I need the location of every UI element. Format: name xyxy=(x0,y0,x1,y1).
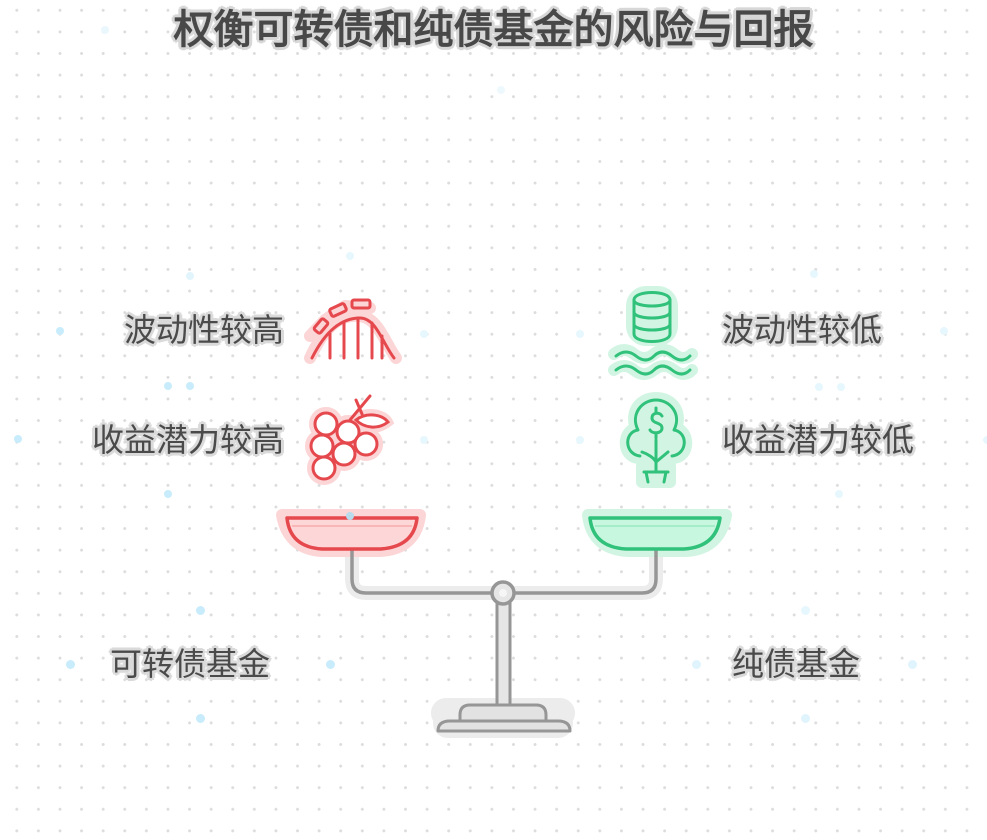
decor-dot xyxy=(576,436,584,444)
decor-dot xyxy=(940,327,948,335)
decor-dot xyxy=(810,270,818,278)
decor-dot xyxy=(837,383,845,391)
grapes-icon xyxy=(304,392,396,487)
money-tree-icon xyxy=(616,392,696,488)
right-return-label: 收益潜力较低 xyxy=(722,421,915,459)
decor-dot xyxy=(196,714,205,723)
roller-coaster-icon xyxy=(300,296,402,366)
right-volatility-label: 波动性较低 xyxy=(722,311,883,349)
decor-dot xyxy=(101,26,109,34)
decor-dot xyxy=(346,252,354,260)
left-fund-name: 可转债基金 xyxy=(110,645,271,683)
decor-dot xyxy=(420,436,428,444)
decor-dot xyxy=(801,606,810,615)
decor-dot xyxy=(164,490,172,498)
decor-dot xyxy=(801,714,810,723)
decor-dot xyxy=(326,660,335,669)
decor-dot xyxy=(576,330,584,338)
decor-dot xyxy=(164,382,172,390)
left-volatility-label: 波动性较高 xyxy=(123,311,284,349)
balance-scale-icon xyxy=(270,495,740,745)
calm-water-database-icon xyxy=(606,286,698,380)
decor-dot xyxy=(815,383,823,391)
decor-dot xyxy=(14,435,22,443)
decor-dot xyxy=(497,86,505,94)
decor-dot xyxy=(420,330,428,338)
decor-dot xyxy=(186,272,194,280)
right-fund-name: 纯债基金 xyxy=(732,645,861,683)
decor-dot xyxy=(983,436,987,444)
left-return-label: 收益潜力较高 xyxy=(91,421,284,459)
decor-dot xyxy=(186,382,194,390)
decor-dot xyxy=(56,327,64,335)
diagram-title: 权衡可转债和纯债基金的风险与回报 xyxy=(173,7,814,53)
decor-dot xyxy=(692,660,701,669)
decor-dot xyxy=(346,512,354,520)
decor-dot xyxy=(835,490,843,498)
decor-dot xyxy=(908,660,917,669)
decor-dot xyxy=(196,606,205,615)
decor-dot xyxy=(66,660,75,669)
